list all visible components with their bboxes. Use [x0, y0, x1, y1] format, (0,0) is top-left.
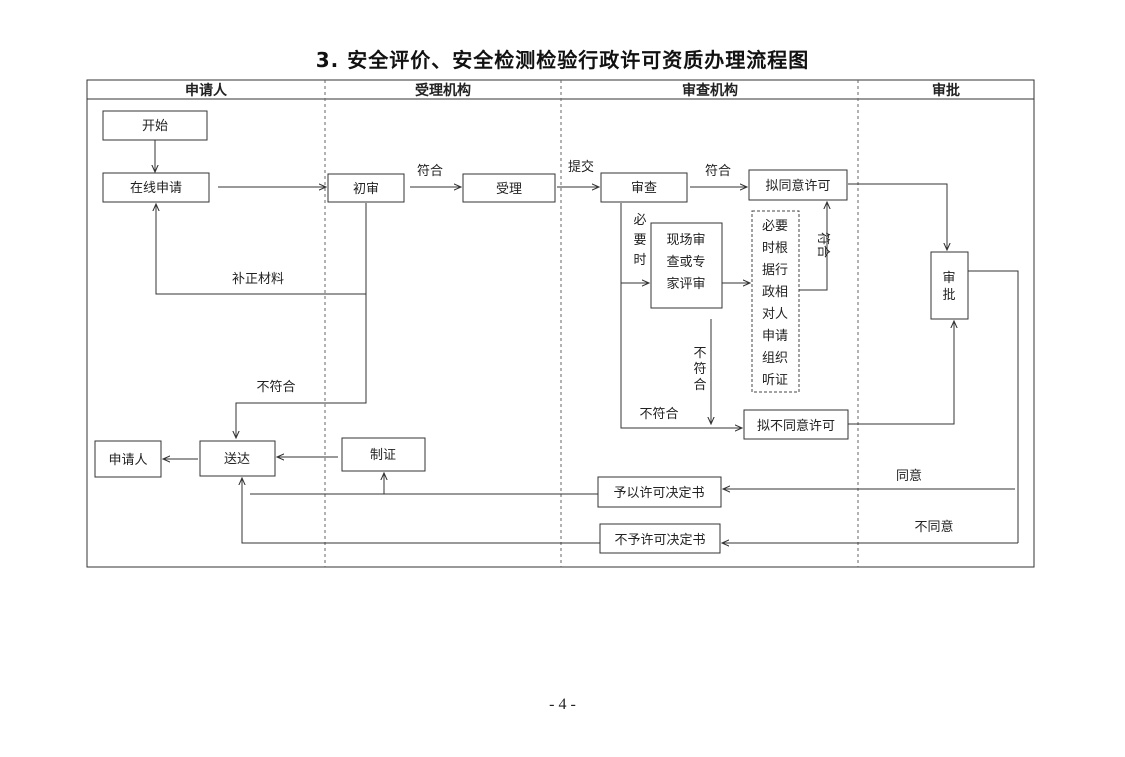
- label-comply-initial: 符合: [417, 163, 443, 179]
- arrow-grant-to-certify: [384, 473, 598, 495]
- arrow-review-noncomply-to-reject: [620, 283, 742, 428]
- applicant-node: 申请人: [94, 440, 162, 478]
- label-disagree: 不同意: [914, 519, 953, 535]
- svg-text:符: 符: [693, 361, 706, 377]
- label-noncomply-initial: 不符合: [256, 379, 295, 395]
- label-noncomply-onsite: 不 符 合: [693, 346, 706, 393]
- arrow-supplement-loop: [156, 203, 367, 295]
- accept-node: 受理: [462, 173, 556, 203]
- lane-header-review: 审查机构: [682, 82, 738, 99]
- start-node: 开始: [102, 110, 208, 141]
- svg-text:查或专: 查或专: [666, 255, 705, 270]
- arrow-reject-to-approval: [848, 321, 954, 425]
- label-agree: 同意: [896, 468, 922, 484]
- label-comply-review: 符合: [705, 163, 731, 179]
- svg-text:对人: 对人: [762, 307, 788, 322]
- svg-text:据行: 据行: [762, 263, 788, 278]
- lane-header-acceptance: 受理机构: [415, 82, 471, 99]
- svg-text:拟同意许可: 拟同意许可: [765, 178, 830, 194]
- label-comply-hearing: 符合: [815, 232, 831, 258]
- deny-decision-node: 不予许可决定书: [599, 523, 721, 554]
- review-node: 审查: [600, 172, 688, 203]
- page-number: - 4 -: [549, 696, 576, 713]
- svg-text:予以许可决定书: 予以许可决定书: [613, 486, 704, 501]
- svg-text:必: 必: [633, 213, 646, 228]
- svg-text:不: 不: [693, 346, 706, 361]
- svg-text:在线申请: 在线申请: [130, 181, 182, 196]
- svg-text:受理: 受理: [496, 182, 522, 197]
- label-when-necessary: 必 要 时: [633, 213, 646, 268]
- svg-text:初审: 初审: [353, 182, 379, 197]
- label-noncomply-review: 不符合: [639, 406, 678, 422]
- arrow-deny-to-deliver: [242, 478, 600, 544]
- arrow-approve-intent-to-approval: [848, 183, 947, 250]
- svg-text:送达: 送达: [224, 452, 250, 467]
- svg-text:申请人: 申请人: [108, 453, 147, 468]
- label-supplement: 补正材料: [232, 272, 284, 287]
- approval-output-line: [968, 270, 1019, 543]
- svg-text:时: 时: [633, 253, 646, 268]
- onsite-review-node: 现场审 查或专 家评审: [650, 222, 723, 309]
- svg-text:听证: 听证: [762, 373, 788, 388]
- reject-intent-node: 拟不同意许可: [743, 409, 849, 440]
- svg-text:制证: 制证: [370, 448, 396, 463]
- svg-text:审查: 审查: [631, 181, 657, 196]
- svg-text:审: 审: [942, 271, 955, 286]
- hearing-node: 必要 时根 据行 政相 对人 申请 组织 听证: [751, 210, 800, 393]
- grant-decision-node: 予以许可决定书: [597, 476, 722, 508]
- lane-header-approval: 审批: [932, 82, 960, 99]
- certify-node: 制证: [341, 437, 426, 472]
- svg-text:组织: 组织: [762, 351, 788, 366]
- svg-text:家评审: 家评审: [666, 276, 705, 292]
- page-title: 3. 安全评价、安全检测检验行政许可资质办理流程图: [315, 48, 810, 72]
- label-submit: 提交: [568, 159, 594, 175]
- svg-text:合: 合: [693, 378, 706, 393]
- svg-text:批: 批: [942, 288, 955, 303]
- online-apply-node: 在线申请: [102, 172, 210, 203]
- initial-review-node: 初审: [327, 173, 405, 203]
- approval-node: 审 批: [930, 251, 969, 320]
- svg-text:拟不同意许可: 拟不同意许可: [757, 418, 835, 434]
- svg-text:时根: 时根: [762, 241, 788, 256]
- approve-intent-node: 拟同意许可: [748, 169, 848, 201]
- lane-header-applicant: 申请人: [185, 82, 228, 99]
- svg-text:要: 要: [633, 233, 646, 248]
- svg-text:申请: 申请: [762, 329, 788, 344]
- svg-text:不予许可决定书: 不予许可决定书: [614, 533, 705, 548]
- deliver-node: 送达: [199, 440, 276, 477]
- svg-text:必要: 必要: [762, 219, 788, 234]
- arrow-hearing-to-approve-intent: [799, 202, 827, 291]
- svg-text:政相: 政相: [762, 285, 788, 300]
- arrow-noncomply-to-deliver: [236, 294, 367, 438]
- svg-text:现场审: 现场审: [666, 233, 705, 248]
- svg-text:开始: 开始: [142, 119, 168, 134]
